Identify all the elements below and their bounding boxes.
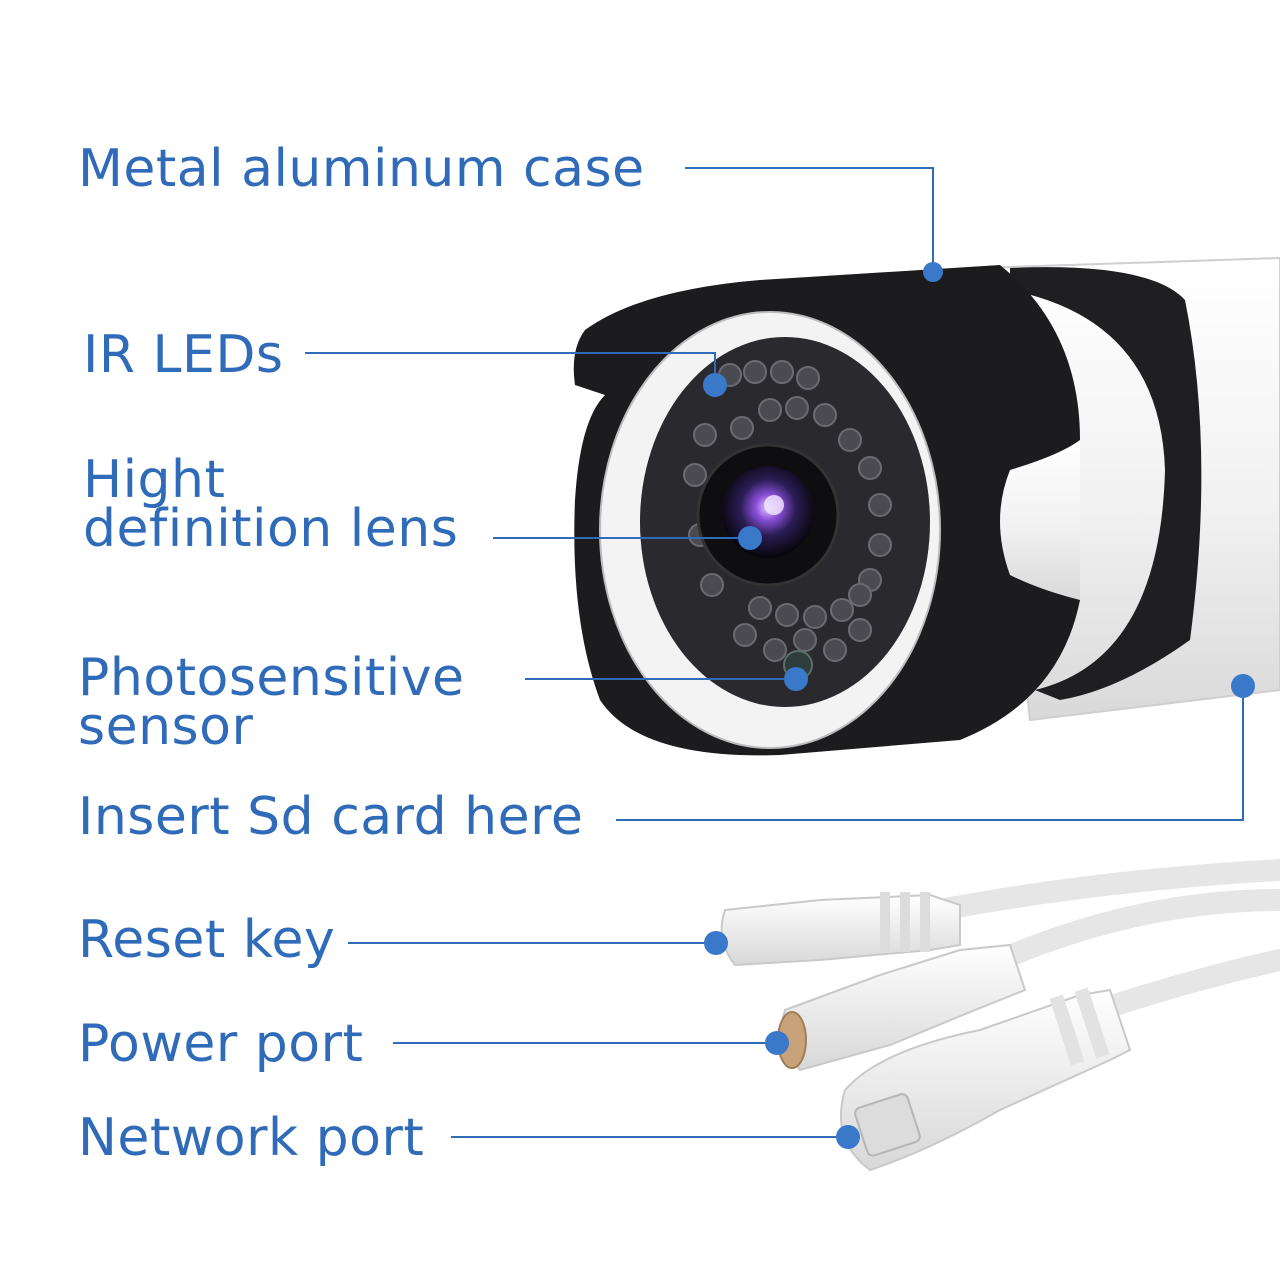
label-reset-key: Reset key: [78, 910, 336, 970]
label-metal-aluminum-case: Metal aluminum case: [78, 139, 645, 199]
cable-top: [929, 859, 1280, 921]
label-sensor-line2: sensor: [78, 697, 254, 758]
label-lens-line2: definition lens: [83, 499, 459, 560]
callout-sd-card: [616, 674, 1255, 821]
cables-illustration: [720, 859, 1280, 1172]
cable-bottom: [1089, 949, 1280, 1021]
label-sensor-line1: Photosensitive: [78, 648, 465, 708]
label-photosensitive-sensor: Photosensitive sensor: [78, 648, 465, 758]
callout-lens: [493, 526, 762, 550]
label-sd-card: Insert Sd card here: [78, 787, 584, 847]
camera-illustration: [573, 256, 1280, 756]
label-lens: Hight definition lens: [83, 450, 459, 560]
camera-shield-cut: [1000, 440, 1080, 600]
label-power-port: Power port: [78, 1014, 364, 1074]
camera-body-band: [1010, 267, 1202, 700]
cable-middle: [989, 889, 1280, 971]
reset-key-connector: [720, 892, 961, 967]
label-lens-line1: Hight: [83, 450, 226, 510]
callout-case: [685, 167, 943, 282]
callout-sensor: [525, 667, 808, 691]
network-port-connector: [839, 987, 1132, 1172]
ir-led-array: [683, 360, 892, 662]
lens-highlight: [764, 495, 784, 515]
callout-reset: [348, 931, 728, 955]
label-ir-leds: IR LEDs: [83, 325, 284, 385]
label-network-port: Network port: [78, 1108, 425, 1168]
callout-power: [393, 1031, 789, 1055]
callout-network: [451, 1125, 860, 1149]
callout-ir-leds: [305, 352, 727, 397]
